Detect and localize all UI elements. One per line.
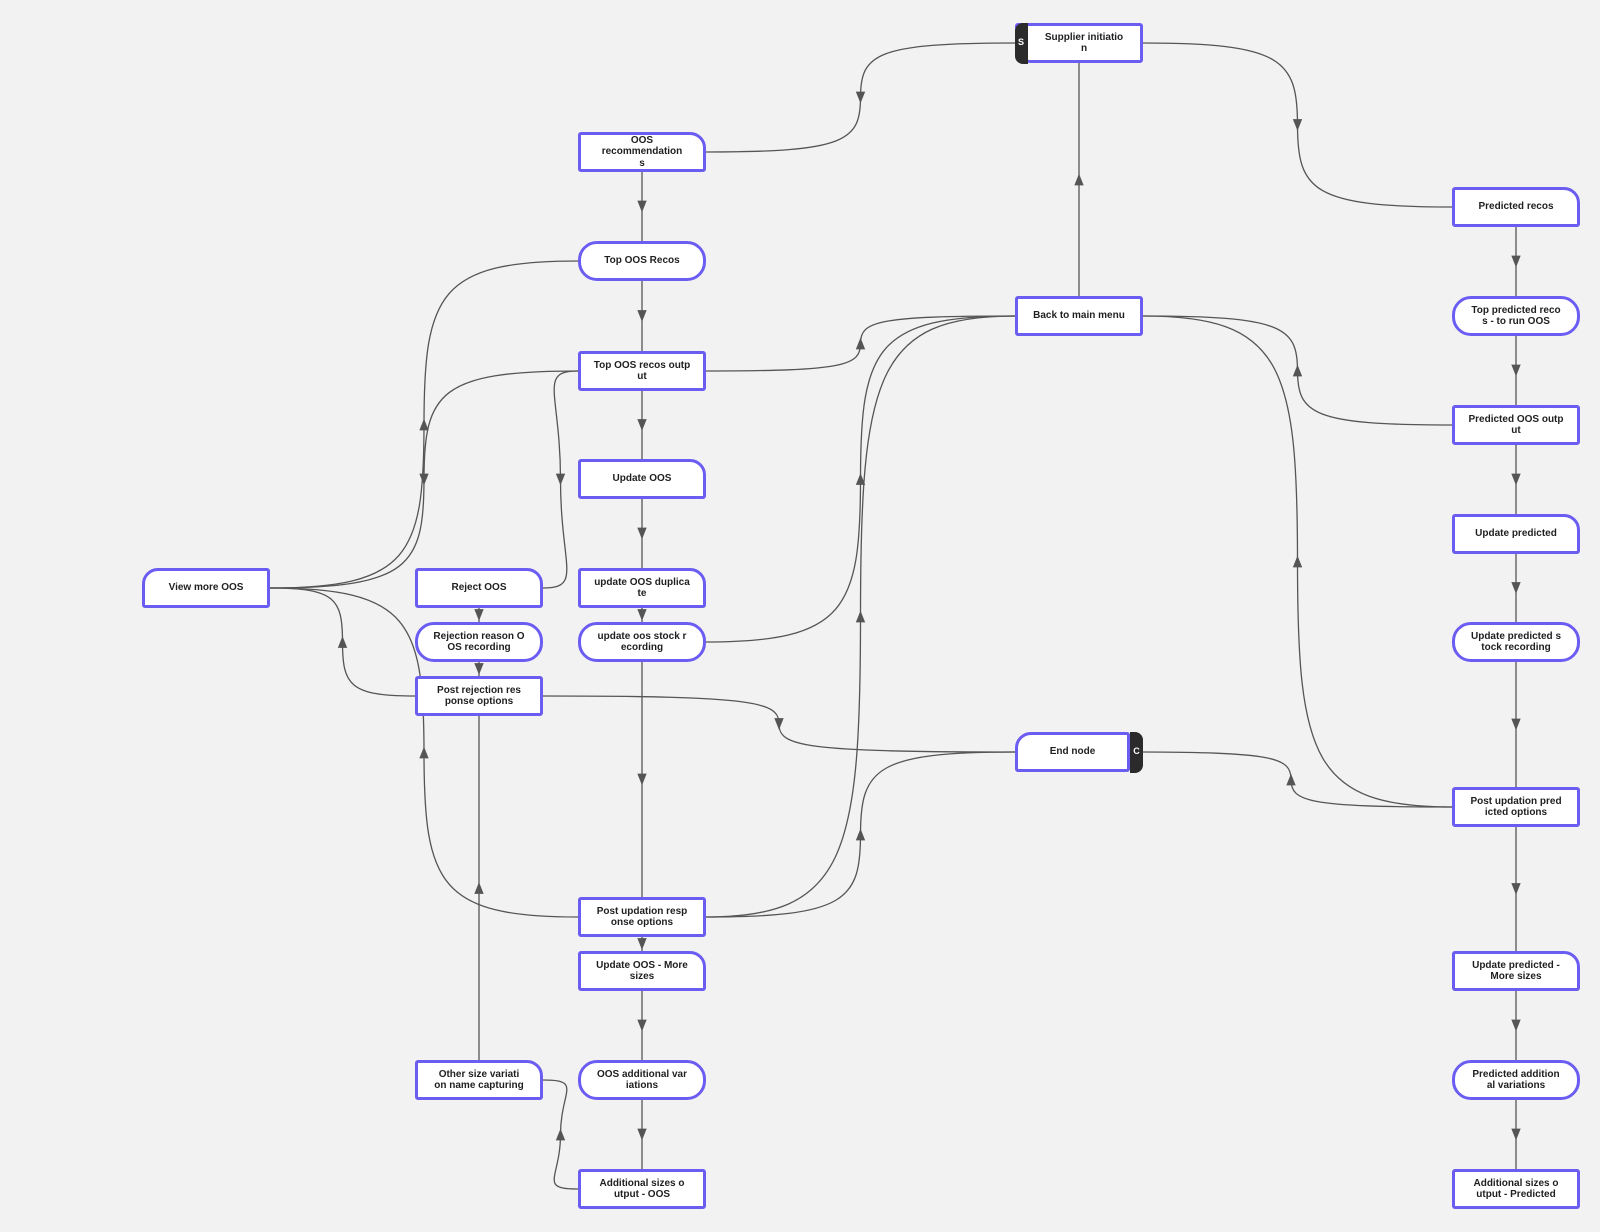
node-label: OOS recommendation s [601, 134, 683, 169]
node-additional-sizes-output-predicted[interactable]: Additional sizes o utput - Predicted [1452, 1169, 1580, 1209]
node-label: Additional sizes o utput - Predicted [1473, 1177, 1559, 1201]
connector-post_rejection-to-end_node [542, 695, 1016, 753]
connector-post_updation_response-to-end_node [705, 751, 1016, 918]
node-label: Update predicted s tock recording [1470, 630, 1562, 654]
node-rejection-reason-oos-recording[interactable]: Rejection reason O OS recording [415, 622, 543, 662]
node-other-size-variation-name-capturing[interactable]: Other size variati on name capturing [415, 1060, 543, 1100]
node-predicted-additional-variations[interactable]: Predicted addition al variations [1452, 1060, 1580, 1100]
node-oos-recommendations[interactable]: OOS recommendation s [578, 132, 706, 172]
node-label: Other size variati on name capturing [434, 1068, 524, 1092]
node-label: Post updation resp onse options [596, 905, 688, 929]
node-predicted-oos-output[interactable]: Predicted OOS outp ut [1452, 405, 1580, 445]
node-end-node[interactable]: End node C [1015, 731, 1143, 773]
node-top-oos-recos[interactable]: Top OOS Recos [578, 241, 706, 281]
connector-top_oos_recos_output-to-view_more_oos [269, 370, 579, 589]
node-top-predicted-recos[interactable]: Top predicted reco s - to run OOS [1452, 296, 1580, 336]
node-label: update oos stock r ecording [597, 630, 687, 654]
node-label: Top OOS Recos [604, 255, 680, 267]
node-label: End node [1049, 746, 1096, 758]
connector-post_updation_predicted-to-end_node [1129, 751, 1453, 808]
node-label: OOS additional var iations [596, 1068, 688, 1092]
connector-top_oos_recos_output-to-reject_oos [542, 370, 579, 589]
node-top-oos-recos-output[interactable]: Top OOS recos outp ut [578, 351, 706, 391]
node-label: Post updation pred icted options [1470, 795, 1562, 819]
node-update-predicted[interactable]: Update predicted [1452, 514, 1580, 554]
node-label: Update predicted [1475, 528, 1557, 540]
connector-top_oos_recos_output-to-back_to_main_menu [705, 315, 1016, 372]
node-label: Back to main menu [1033, 310, 1125, 322]
node-label: Rejection reason O OS recording [433, 630, 525, 654]
connector-predicted_oos_output-to-back_to_main_menu [1142, 315, 1453, 426]
node-post-rejection-response-options[interactable]: Post rejection res ponse options [415, 676, 543, 716]
connector-post_updation_predicted-to-back_to_main_menu [1142, 315, 1453, 808]
node-supplier-initiation[interactable]: S Supplier initiatio n [1014, 22, 1143, 64]
node-update-oos-stock-recording[interactable]: update oos stock r ecording [578, 622, 706, 662]
node-label: Update OOS [612, 473, 672, 485]
node-label: Update predicted - More sizes [1472, 959, 1560, 983]
start-badge: S [1014, 22, 1028, 64]
node-label: Additional sizes o utput - OOS [599, 1177, 685, 1201]
node-label: Top OOS recos outp ut [593, 359, 691, 383]
connector-view_more_oos-to-top_oos_recos [269, 260, 579, 589]
node-label: Top predicted reco s - to run OOS [1471, 304, 1561, 328]
connector-post_rejection-to-view_more_oos [269, 587, 416, 697]
node-label: Reject OOS [451, 582, 507, 594]
node-update-predicted-more-sizes[interactable]: Update predicted - More sizes [1452, 951, 1580, 991]
connector-supplier_initiation-to-predicted_recos [1142, 42, 1453, 208]
node-label: Supplier initiatio n [1044, 31, 1124, 55]
node-oos-additional-variations[interactable]: OOS additional var iations [578, 1060, 706, 1100]
connector-post_updation_response-to-back_to_main_menu [705, 315, 1016, 918]
node-post-updation-predicted-options[interactable]: Post updation pred icted options [1452, 787, 1580, 827]
node-view-more-oos[interactable]: View more OOS [142, 568, 270, 608]
node-label: Update OOS - More sizes [596, 959, 688, 983]
node-label: Predicted recos [1478, 201, 1554, 213]
connector-additional_sizes_output_oos-to-other_size_variation [542, 1079, 579, 1190]
node-label: View more OOS [168, 582, 244, 594]
node-update-predicted-stock-recording[interactable]: Update predicted s tock recording [1452, 622, 1580, 662]
end-badge: C [1130, 731, 1143, 773]
connector-supplier_initiation-to-oos_recommendations [705, 42, 1016, 153]
node-back-to-main-menu[interactable]: Back to main menu [1015, 296, 1143, 336]
node-post-updation-response-options[interactable]: Post updation resp onse options [578, 897, 706, 937]
node-predicted-recos[interactable]: Predicted recos [1452, 187, 1580, 227]
node-label: Predicted addition al variations [1472, 1068, 1560, 1092]
node-update-oos-more-sizes[interactable]: Update OOS - More sizes [578, 951, 706, 991]
node-update-oos[interactable]: Update OOS [578, 459, 706, 499]
node-label: update OOS duplica te [594, 576, 690, 600]
node-additional-sizes-output-oos[interactable]: Additional sizes o utput - OOS [578, 1169, 706, 1209]
node-label: Post rejection res ponse options [437, 684, 521, 708]
connector-update_oos_stock_recording-to-back_to_main_menu [705, 315, 1016, 643]
connector-post_updation_response-to-view_more_oos [269, 587, 579, 918]
node-label: Predicted OOS outp ut [1468, 413, 1564, 437]
node-update-oos-duplicate[interactable]: update OOS duplica te [578, 568, 706, 608]
node-reject-oos[interactable]: Reject OOS [415, 568, 543, 608]
